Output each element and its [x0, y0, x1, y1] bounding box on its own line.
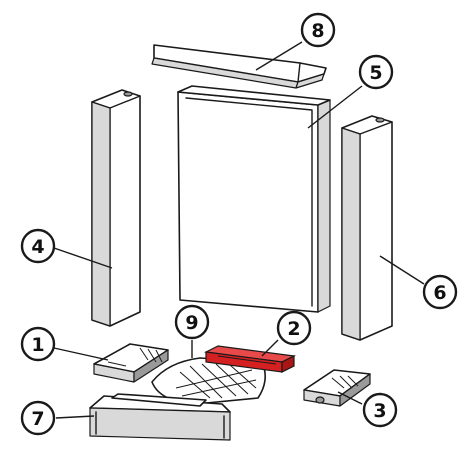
leader-7	[55, 415, 95, 419]
callout-1-label: 1	[31, 334, 44, 356]
part-6-right-panel[interactable]	[341, 115, 393, 341]
callout-8: 8	[300, 12, 336, 48]
part-3-right-bracket[interactable]	[303, 369, 371, 407]
leader-5	[307, 85, 363, 129]
leader-2	[261, 339, 279, 357]
callout-2: 2	[276, 310, 312, 346]
part-4-left-panel[interactable]	[91, 89, 141, 327]
leader-6	[379, 255, 425, 285]
leader-3	[337, 391, 363, 405]
part-5-back-panel[interactable]	[177, 85, 331, 313]
callout-7: 7	[20, 400, 56, 436]
part-8-top-baffle[interactable]	[151, 44, 327, 89]
callout-7-label: 7	[31, 408, 44, 430]
callout-9-label: 9	[185, 312, 198, 334]
leader-1	[53, 347, 109, 361]
callout-1: 1	[20, 326, 56, 362]
callout-4-label: 4	[31, 236, 44, 258]
callout-5-label: 5	[369, 62, 382, 84]
part-2-highlighted-bar[interactable]	[203, 345, 297, 373]
part-7-front-rail[interactable]	[89, 393, 231, 441]
callout-4: 4	[20, 228, 56, 264]
callout-6: 6	[422, 274, 458, 310]
callout-leaders	[53, 41, 425, 419]
callout-9: 9	[174, 304, 210, 340]
leader-4	[53, 247, 113, 269]
callout-2-label: 2	[287, 318, 300, 340]
callout-6-label: 6	[433, 282, 446, 304]
callout-3: 3	[362, 392, 398, 428]
callout-5: 5	[358, 54, 394, 90]
leader-8	[255, 41, 303, 71]
callout-8-label: 8	[311, 20, 324, 42]
callout-3-label: 3	[373, 400, 386, 422]
part-1-left-bracket[interactable]	[93, 343, 169, 383]
